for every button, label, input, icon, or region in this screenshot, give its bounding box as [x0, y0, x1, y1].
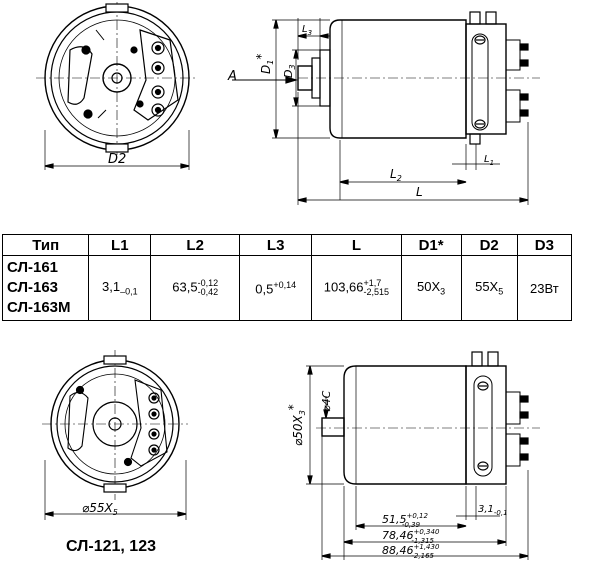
d1-cell: 50X3: [400, 255, 462, 321]
header-d3: D3: [516, 234, 573, 256]
l3-cell: 0,5+0,14: [239, 255, 313, 321]
header-type: Тип: [1, 234, 90, 256]
table-header-row: Тип L1 L2 L3 L D1* D2 D3: [1, 234, 573, 256]
d2-cell: 55X5: [460, 255, 518, 321]
header-l1: L1: [88, 234, 152, 256]
l3-bottom-label: 3,1-0,1: [478, 504, 508, 517]
type-2: СЛ-163: [7, 279, 59, 296]
bottom-front-view: [42, 350, 188, 520]
dia-d1-label: ⌀50X3*: [286, 404, 307, 446]
header-l: L: [311, 234, 402, 256]
header-d2: D2: [460, 234, 518, 256]
l2-label: L2: [390, 167, 402, 183]
type-3: СЛ-163М: [7, 299, 71, 316]
l-total-bottom-label: 88,46+1,430-2,165: [382, 543, 440, 560]
d1-label: D1*: [254, 54, 275, 74]
l2-cell: 63,5-0,12-0,42: [150, 255, 241, 321]
bottom-side-view: [306, 351, 540, 560]
l-label: L: [416, 185, 423, 199]
spec-table: Тип L1 L2 L3 L D1* D2 D3 СЛ-161 СЛ-163 С…: [1, 234, 573, 321]
l1-cell: 3,1–0,1: [88, 255, 152, 321]
l-bottom-label: 78,46+0,340-1,315: [382, 528, 440, 545]
header-l3: L3: [239, 234, 313, 256]
d2-label: D2: [108, 152, 126, 167]
dia-shaft-label: ⌀4С: [320, 390, 333, 412]
caption: СЛ-121, 123: [66, 538, 156, 555]
dia-d2-label: ⌀55X5: [82, 501, 118, 517]
type-1: СЛ-161: [7, 259, 59, 276]
top-front-view: [36, 2, 198, 170]
d3-label: D3: [282, 64, 297, 78]
l2-bottom-label: 51,5+0,12-0,39: [382, 512, 428, 529]
d3-cell: 23Вт: [516, 255, 573, 321]
type-cell: СЛ-161 СЛ-163 СЛ-163М: [1, 255, 90, 321]
top-side-view: [232, 11, 540, 205]
header-l2: L2: [150, 234, 241, 256]
header-d1: D1*: [400, 234, 462, 256]
l3-label: L3: [302, 24, 312, 37]
l1-label: L1: [484, 154, 494, 167]
view-a-label: A: [227, 69, 237, 84]
table-row: СЛ-161 СЛ-163 СЛ-163М 3,1–0,1 63,5-0,12-…: [1, 255, 573, 321]
l-cell: 103,66+1,7-2,515: [311, 255, 402, 321]
